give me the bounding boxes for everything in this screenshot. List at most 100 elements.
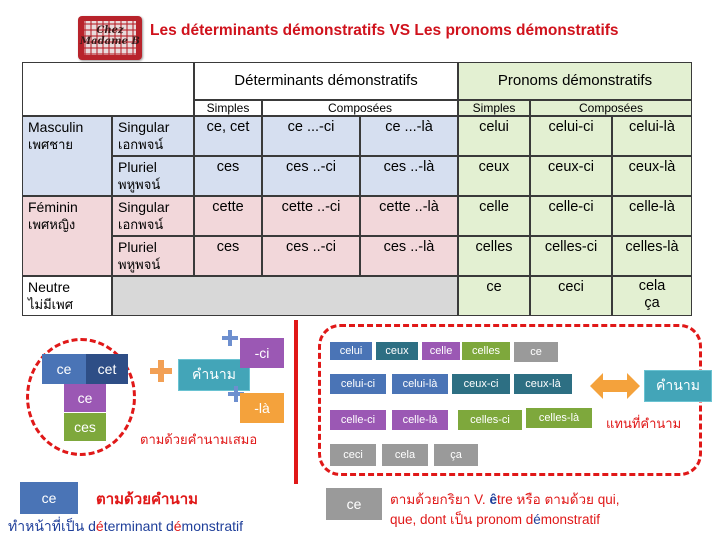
det-box-cet: cet xyxy=(86,354,128,384)
blue-plus-icon-top xyxy=(222,330,238,346)
pro-box-celui-ci: celui-ci xyxy=(330,374,386,394)
feminin-th: เพศหญิง xyxy=(28,217,76,232)
masc-plur-simple: ces xyxy=(194,156,262,196)
legend-pro-line-2-b: monstratif xyxy=(540,512,601,527)
fem-plur-pronom: celles xyxy=(458,236,530,276)
fem-plur-simple: ces xyxy=(194,236,262,276)
pro-box-celles-la: celles-là xyxy=(526,408,592,428)
left-caption: ตามด้วยคำนามเสมอ xyxy=(140,432,258,447)
determinants-header: Déterminants démonstratifs xyxy=(194,62,458,100)
neutre-ca: ça xyxy=(644,295,660,311)
det-simples-header: Simples xyxy=(194,100,262,116)
legend-det-desc-accent-1: é xyxy=(95,518,104,534)
demonstratives-table: Déterminants démonstratifs Simples Compo… xyxy=(22,62,692,316)
legend-det-desc-end: monstratif xyxy=(181,518,244,534)
masc-singular-label: Singular เอกพจน์ xyxy=(112,116,194,156)
legend-pro-line-1-a: ตามด้วยกริยา V. xyxy=(390,492,490,507)
plus-icon xyxy=(150,360,172,382)
fem-sing-ci: cette ..-ci xyxy=(262,196,360,236)
pro-box-ceci: ceci xyxy=(330,444,376,466)
masc-sing-pronom: celui xyxy=(458,116,530,156)
legend-pro-line-2-accent: é xyxy=(533,512,541,527)
pro-box-celles: celles xyxy=(462,342,510,360)
masc-sing-simple: ce, cet xyxy=(194,116,262,156)
logo-text: Chez Madame B xyxy=(80,25,140,47)
pro-box-ce: ce xyxy=(514,342,558,362)
neutre-cela-ca: cela ça xyxy=(612,276,692,316)
masculin-fr: Masculin xyxy=(28,119,84,135)
pro-box-celles-ci: celles-ci xyxy=(458,410,522,430)
corner-cell xyxy=(22,62,194,116)
singular-th: เอกพจน์ xyxy=(118,217,164,232)
red-divider xyxy=(294,320,298,484)
legend-det-box: ce xyxy=(20,482,78,514)
feminin-label: Féminin เพศหญิง xyxy=(22,196,112,276)
pro-box-celui-la: celui-là xyxy=(392,374,448,394)
legend-pro-desc: ตามด้วยกริยา V. être หรือ ตามด้วย qui, q… xyxy=(390,490,620,530)
pro-box-ceux-la: ceux-là xyxy=(514,374,572,394)
masc-sing-pronom-ci: celui-ci xyxy=(530,116,612,156)
legend-pro-line-2: que, dont เป็น pronom démonstratif xyxy=(390,510,620,530)
legend-det-desc-pre: ทำหน้าที่เป็น d xyxy=(8,518,96,534)
det-box-cette: ce xyxy=(64,384,106,412)
double-arrow-icon xyxy=(590,373,640,399)
fem-sing-la: cette ..-là xyxy=(360,196,458,236)
fem-sing-pronom-ci: celle-ci xyxy=(530,196,612,236)
masc-plur-pronom-ci: ceux-ci xyxy=(530,156,612,196)
masc-pluriel-label: Pluriel พหูพจน์ xyxy=(112,156,194,196)
gingham-pattern xyxy=(84,21,136,55)
neutre-ce: ce xyxy=(458,276,530,316)
right-caption: แทนที่คำนาม xyxy=(606,416,682,431)
pro-box-ceux-ci: ceux-ci xyxy=(452,374,510,394)
pro-box-ca: ça xyxy=(434,444,478,466)
pro-box-celle-la: celle-là xyxy=(392,410,448,430)
fem-sing-pronom: celle xyxy=(458,196,530,236)
neutre-fr: Neutre xyxy=(28,279,71,295)
neutre-ceci: ceci xyxy=(530,276,612,316)
det-composees-header: Composées xyxy=(262,100,458,116)
suffix-box-ci: -ci xyxy=(240,338,284,368)
neutre-th: ไม่มีเพศ xyxy=(28,297,73,312)
pro-box-cela: cela xyxy=(382,444,428,466)
fem-plur-ci: ces ..-ci xyxy=(262,236,360,276)
chez-madame-b-logo: Chez Madame B xyxy=(78,16,142,60)
legend-pro-line-2-a: que, dont เป็น pronom d xyxy=(390,512,534,527)
masc-sing-la: ce ...-là xyxy=(360,116,458,156)
pro-box-celui: celui xyxy=(330,342,372,360)
noun-box-left: คำนาม xyxy=(178,359,250,391)
suffix-box-la: -là xyxy=(240,393,284,423)
legend-det-desc-mid: terminant d xyxy=(103,518,174,534)
pluriel-th: พหูพจน์ xyxy=(118,177,161,192)
determinant-dashed-circle xyxy=(26,338,136,456)
page-title: Les déterminants démonstratifs VS Les pr… xyxy=(150,22,619,39)
masc-plur-pronom: ceux xyxy=(458,156,530,196)
legend-det-desc-accent-2: é xyxy=(173,518,182,534)
pluriel-fr: Pluriel xyxy=(118,159,157,175)
legend-det-title: ตามด้วยคำนาม xyxy=(96,491,199,508)
legend-det-desc: ทำหน้าที่เป็น déterminant démonstratif xyxy=(8,516,243,538)
legend-pro-line-1: ตามด้วยกริยา V. être หรือ ตามด้วย qui, xyxy=(390,490,620,510)
pronoms-header: Pronoms démonstratifs xyxy=(458,62,692,100)
legend-pro-line-1-b: tre หรือ ตามด้วย qui, xyxy=(496,492,620,507)
pro-composees-header: Composées xyxy=(530,100,692,116)
neutre-label: Neutre ไม่มีเพศ xyxy=(22,276,112,316)
singular-fr: Singular xyxy=(118,119,170,135)
singular-th: เอกพจน์ xyxy=(118,137,164,152)
neutre-empty-determinant xyxy=(112,276,458,316)
fem-sing-pronom-la: celle-là xyxy=(612,196,692,236)
masc-plur-pronom-la: ceux-là xyxy=(612,156,692,196)
blue-plus-icon-bottom xyxy=(228,386,244,402)
masculin-th: เพศชาย xyxy=(28,137,74,152)
legend-pro-line-1-accent: ê xyxy=(489,492,497,507)
masc-plur-ci: ces ..-ci xyxy=(262,156,360,196)
fem-pluriel-label: Pluriel พหูพจน์ xyxy=(112,236,194,276)
fem-plur-pronom-ci: celles-ci xyxy=(530,236,612,276)
feminin-fr: Féminin xyxy=(28,199,78,215)
noun-box-right: คำนาม xyxy=(644,370,712,402)
pluriel-fr: Pluriel xyxy=(118,239,157,255)
fem-singular-label: Singular เอกพจน์ xyxy=(112,196,194,236)
masc-sing-ci: ce ...-ci xyxy=(262,116,360,156)
masc-plur-la: ces ..-là xyxy=(360,156,458,196)
fem-plur-pronom-la: celles-là xyxy=(612,236,692,276)
neutre-cela: cela xyxy=(638,278,666,294)
